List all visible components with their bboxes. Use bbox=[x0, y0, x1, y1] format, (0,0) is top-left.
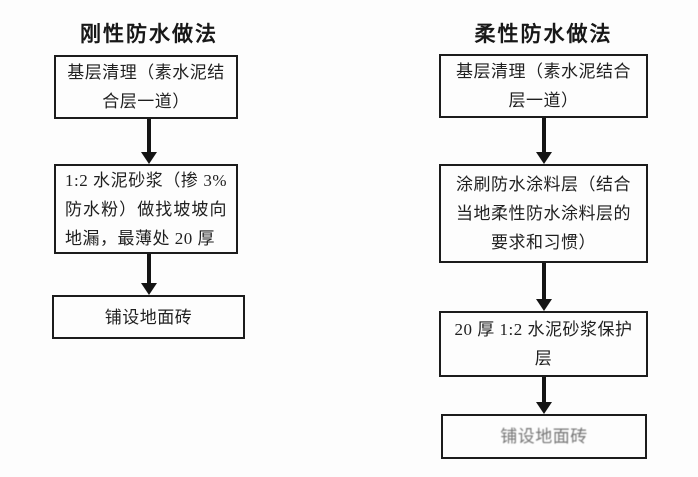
arrow-head bbox=[141, 283, 157, 295]
flowchart-rigid: 刚性防水做法 基层清理（素水泥结合层一道） 1:2 水泥砂浆（掺 3% 防水粉）… bbox=[52, 0, 246, 477]
flexible-step-4-text: 铺设地面砖 bbox=[500, 427, 588, 446]
arrow-down-icon bbox=[140, 254, 158, 295]
rigid-step-1-box: 基层清理（素水泥结合层一道） bbox=[54, 55, 238, 119]
flexible-step-1-text: 基层清理（素水泥结合层一道） bbox=[456, 62, 631, 110]
arrow-down-icon bbox=[535, 118, 553, 164]
arrow-shaft bbox=[147, 119, 151, 152]
arrow-down-icon bbox=[535, 263, 553, 311]
rigid-step-3-text: 铺设地面砖 bbox=[104, 307, 193, 327]
arrow-down-icon bbox=[140, 119, 158, 164]
flexible-step-3-box: 20 厚 1:2 水泥砂浆保护层 bbox=[439, 311, 648, 377]
rigid-step-3-box: 铺设地面砖 bbox=[52, 295, 245, 339]
flowchart-flexible-title: 柔性防水做法 bbox=[474, 22, 613, 46]
arrow-head bbox=[535, 299, 552, 311]
arrow-shaft bbox=[541, 263, 546, 299]
rigid-step-1-text: 基层清理（素水泥结合层一道） bbox=[67, 63, 225, 111]
flowchart-flexible: 柔性防水做法 基层清理（素水泥结合层一道） 涂刷防水涂料层（结合当地柔性防水涂料… bbox=[439, 0, 648, 477]
flexible-step-4-box: 铺设地面砖 bbox=[441, 414, 647, 459]
arrow-head bbox=[535, 152, 552, 164]
arrow-head bbox=[535, 402, 552, 414]
flexible-step-2-box: 涂刷防水涂料层（结合当地柔性防水涂料层的要求和习惯） bbox=[439, 164, 648, 263]
flexible-step-1-box: 基层清理（素水泥结合层一道） bbox=[439, 54, 648, 118]
flowchart-rigid-title: 刚性防水做法 bbox=[80, 22, 218, 46]
flexible-step-3-text: 20 厚 1:2 水泥砂浆保护层 bbox=[454, 320, 633, 368]
rigid-step-2-text: 1:2 水泥砂浆（掺 3% 防水粉）做找坡坡向地漏，最薄处 20 厚 bbox=[65, 170, 227, 248]
arrow-down-icon bbox=[535, 377, 553, 414]
arrow-shaft bbox=[541, 377, 546, 402]
rigid-step-2-box: 1:2 水泥砂浆（掺 3% 防水粉）做找坡坡向地漏，最薄处 20 厚 bbox=[54, 164, 238, 254]
arrow-shaft bbox=[147, 254, 151, 283]
flexible-step-2-text: 涂刷防水涂料层（结合当地柔性防水涂料层的要求和习惯） bbox=[456, 175, 631, 252]
arrow-shaft bbox=[541, 118, 546, 152]
arrow-head bbox=[141, 152, 157, 164]
